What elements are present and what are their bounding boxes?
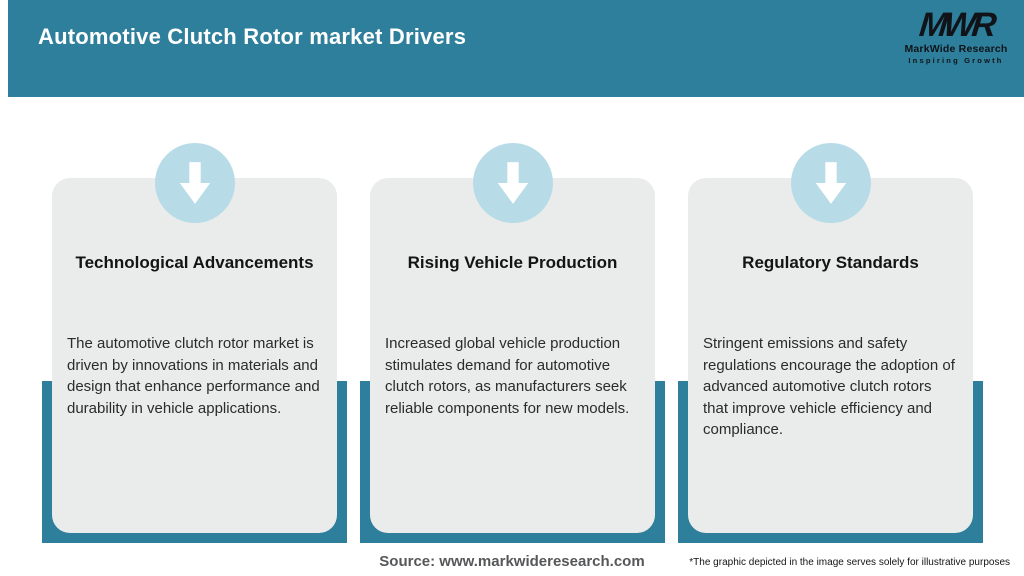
driver-card-rising-vehicle-production: Rising Vehicle Production Increased glob… — [360, 143, 665, 543]
down-arrow-icon — [815, 162, 846, 204]
logo-monogram: MWR — [917, 6, 995, 44]
logo-name: MarkWide Research — [904, 43, 1008, 55]
drivers-cards-row: Technological Advancements The automotiv… — [42, 143, 983, 543]
card-body: Regulatory Standards Stringent emissions… — [688, 178, 973, 533]
logo-tagline: Inspiring Growth — [908, 56, 1004, 65]
down-arrow-badge — [472, 143, 553, 223]
markwide-research-logo: MWR MarkWide Research Inspiring Growth — [904, 6, 1008, 65]
card-description: The automotive clutch rotor market is dr… — [67, 335, 320, 417]
driver-card-regulatory-standards: Regulatory Standards Stringent emissions… — [678, 143, 983, 543]
card-body: Rising Vehicle Production Increased glob… — [370, 178, 655, 533]
card-title: Regulatory Standards — [742, 253, 919, 272]
down-arrow-icon — [497, 162, 528, 204]
down-arrow-icon — [179, 162, 210, 204]
disclaimer-text: *The graphic depicted in the image serve… — [689, 557, 1010, 568]
source-text: Source: www.markwideresearch.com — [379, 553, 645, 570]
card-body: Technological Advancements The automotiv… — [52, 178, 337, 533]
page-title: Automotive Clutch Rotor market Drivers — [38, 24, 467, 49]
down-arrow-badge — [790, 143, 871, 223]
down-arrow-badge — [154, 143, 235, 223]
driver-card-technological-advancements: Technological Advancements The automotiv… — [42, 143, 347, 543]
header-banner: Automotive Clutch Rotor market Drivers M… — [8, 0, 1024, 97]
card-description: Stringent emissions and safety regulatio… — [703, 335, 955, 438]
card-title: Technological Advancements — [75, 253, 314, 272]
card-description: Increased global vehicle production stim… — [385, 335, 630, 417]
card-title: Rising Vehicle Production — [407, 253, 618, 272]
